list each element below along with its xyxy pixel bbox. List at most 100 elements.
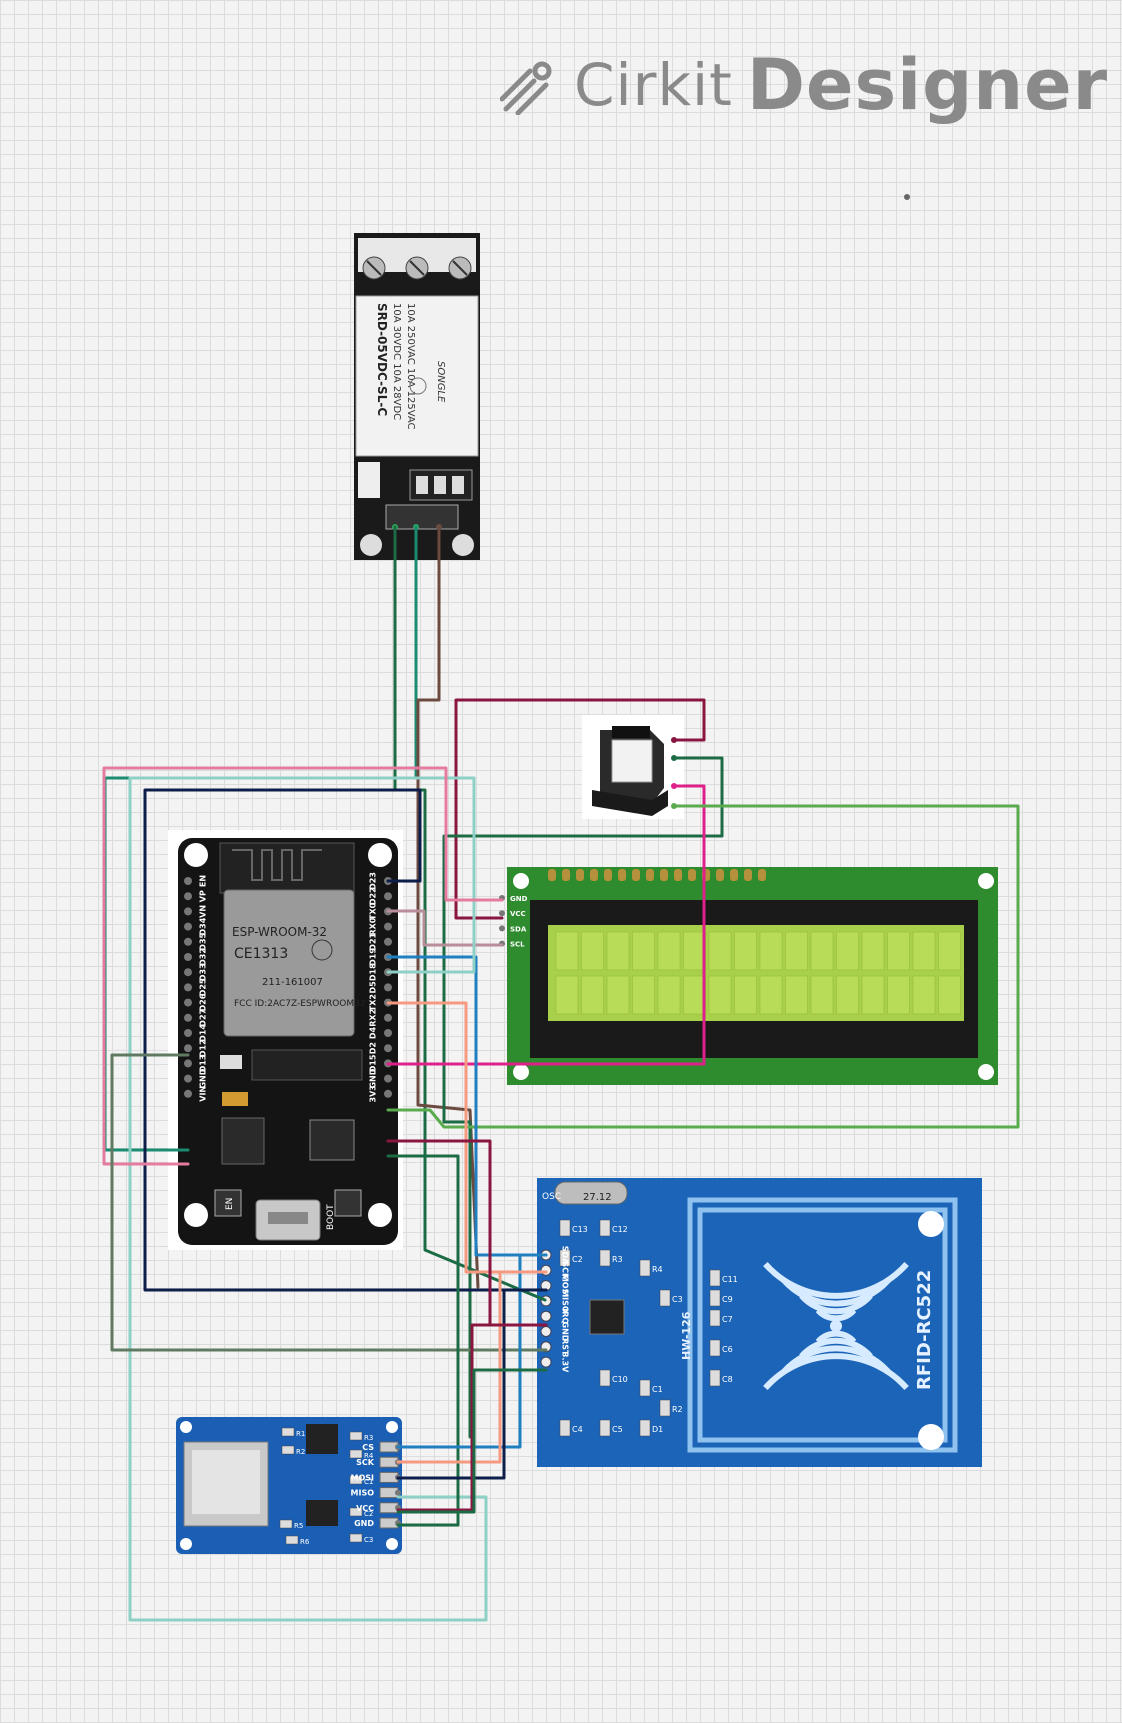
esp-pin-label-left: D13 — [199, 1055, 208, 1073]
lcd-header-pad — [674, 869, 682, 881]
esp-pin-right-rx2[interactable] — [384, 1013, 392, 1022]
esp-pin-right-d5[interactable] — [384, 983, 392, 992]
esp-pin-right-rx0[interactable] — [384, 922, 392, 931]
wire-magenta[interactable] — [386, 784, 706, 1066]
rfid-component-label: C3 — [672, 1295, 683, 1304]
rfid-pin-label: IRQ — [561, 1308, 570, 1324]
wire-navy[interactable] — [143, 788, 548, 1292]
esp-boot-button-body[interactable] — [334, 1189, 362, 1217]
esp-pin-label-right: D2 — [369, 1042, 378, 1054]
sd-smd-part — [349, 1449, 363, 1459]
esp-pin-label-left: VIN — [199, 1086, 208, 1102]
sd-component-label: R6 — [300, 1538, 310, 1546]
relay-rating-line1: 10A 250VAC 10A 125VAC — [405, 303, 416, 430]
esp-pin-left-d14[interactable] — [184, 1029, 192, 1037]
esp-pin-right-3v3[interactable] — [384, 1089, 392, 1098]
rfid-pin-irq[interactable] — [540, 1310, 552, 1322]
esp-pin-label-left: D35 — [199, 932, 208, 950]
pen-circuit-icon — [500, 61, 552, 115]
esp-pin-left-gnd[interactable] — [184, 1074, 192, 1083]
esp-pin-label-left: D32 — [199, 948, 208, 966]
esp-en-button[interactable]: EN — [225, 1198, 235, 1210]
lcd-char-cell — [912, 975, 936, 1015]
thermal-printer[interactable] — [582, 715, 684, 819]
lcd-char-cell — [912, 931, 936, 971]
lcd-header-pad — [744, 869, 752, 881]
rfid-component-label: R3 — [612, 1255, 623, 1264]
esp-pin-left-d13[interactable] — [184, 1059, 192, 1068]
rfid-pin-3.3v[interactable] — [540, 1356, 552, 1368]
wire-salmon[interactable] — [396, 1270, 548, 1464]
lcd-header-pad — [576, 869, 584, 881]
relay-module[interactable]: 10A 250VAC 10A 125VAC 10A 30VDC 10A 28VD… — [354, 233, 480, 560]
lcd-pin-sda[interactable] — [499, 925, 505, 932]
wire-darkgreen[interactable] — [442, 756, 724, 1439]
esp-pin-label-left: VP — [199, 890, 208, 902]
wire-navy[interactable] — [396, 1288, 548, 1480]
rfid-antenna-arc — [781, 1345, 891, 1375]
rfid-pin-label: RST — [561, 1338, 570, 1356]
rfid-component-label: C13 — [572, 1225, 588, 1234]
rfid-component-label: R4 — [652, 1265, 663, 1274]
esp-pin-right-d2[interactable] — [384, 1044, 392, 1053]
lcd-header-pad — [618, 869, 626, 881]
sd-component-label: C2 — [364, 1510, 373, 1518]
esp-pin-left-d27[interactable] — [184, 1013, 192, 1022]
wire-maroon[interactable] — [454, 698, 706, 920]
wire-darkgreen[interactable] — [396, 1368, 548, 1514]
esp-pin-left-en[interactable] — [184, 877, 192, 885]
sd-smd-part — [349, 1431, 363, 1441]
wire-blue[interactable] — [396, 1253, 548, 1449]
sd-pin-miso[interactable] — [395, 1489, 401, 1496]
rfid-pin-gnd[interactable] — [540, 1326, 552, 1337]
rfid-component-label: C1 — [652, 1385, 663, 1394]
rfid-pin-sck[interactable] — [540, 1264, 552, 1276]
wire-lightteal[interactable] — [128, 776, 488, 1622]
esp-pin-left-vn[interactable] — [184, 907, 192, 916]
wire-green[interactable] — [386, 804, 1020, 1129]
esp-pin-left-d34[interactable] — [184, 922, 192, 931]
esp-pin-label-right: D21 — [369, 932, 378, 950]
esp-pin-left-d33[interactable] — [184, 968, 192, 977]
esp-pin-left-d35[interactable] — [184, 937, 192, 946]
esp-pin-left-d32[interactable] — [184, 953, 192, 961]
lcd-char-cell — [708, 931, 732, 971]
esp-pin-label-right: TX2 — [369, 994, 378, 1011]
esp-pin-right-d22[interactable] — [384, 892, 392, 901]
esp-pin-right-d4[interactable] — [384, 1029, 392, 1037]
rfid-smd-part — [559, 1249, 571, 1267]
sd-smd-part — [285, 1535, 299, 1545]
esp-pin-left-d12[interactable] — [184, 1044, 192, 1053]
esp-pin-left-vp[interactable] — [184, 892, 192, 901]
sd-component-label: R3 — [364, 1434, 373, 1442]
esp-pin-left-d26[interactable] — [184, 998, 192, 1007]
rfid-smd-part — [709, 1309, 721, 1327]
wire-olive[interactable] — [110, 1053, 548, 1352]
wire-blue[interactable] — [386, 955, 548, 1257]
sd-pin-label: GND — [354, 1519, 374, 1528]
rfid-smd-part — [709, 1369, 721, 1387]
wire-mauve[interactable] — [386, 909, 504, 947]
wire-maroon[interactable] — [396, 1323, 548, 1512]
wire-pink[interactable] — [102, 766, 504, 1166]
esp-pin-label-right: D15 — [369, 1054, 378, 1072]
rfid-smd-part — [559, 1219, 571, 1237]
sd-component-label: R2 — [296, 1448, 305, 1456]
esp-pin-left-vin[interactable] — [184, 1089, 192, 1098]
esp-boot-button[interactable]: BOOT — [326, 1204, 336, 1230]
esp-pin-label-left: D27 — [199, 1009, 208, 1027]
esp-en-button-body[interactable] — [214, 1189, 242, 1217]
wire-darkgreen[interactable] — [386, 1154, 460, 1527]
esp-pin-label-right: RX2 — [369, 1009, 378, 1027]
rfid-smd-part — [599, 1369, 611, 1387]
lcd-pin-vcc[interactable] — [499, 910, 505, 917]
esp-pin-right-gnd[interactable] — [384, 1074, 392, 1083]
rfid-component-label: C12 — [612, 1225, 628, 1234]
esp32-board[interactable]: ESP-WROOM-32 CE1313 211-161007 FCC ID:2A… — [168, 830, 403, 1250]
esp-pin-label-right: D18 — [369, 963, 378, 981]
esp-pin-right-d21[interactable] — [384, 937, 392, 946]
esp-pin-left-d25[interactable] — [184, 983, 192, 992]
